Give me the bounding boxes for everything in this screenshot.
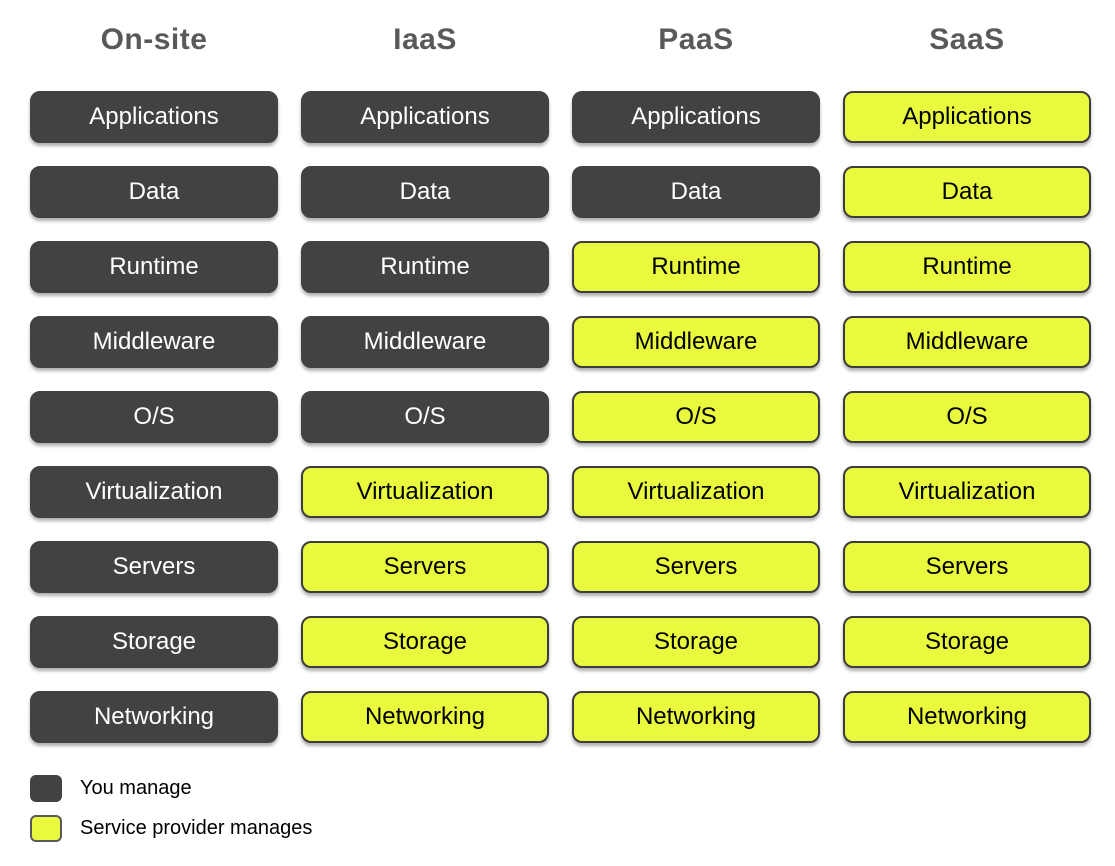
- layer-box: Middleware: [843, 316, 1091, 368]
- legend-item-you-manage: You manage: [30, 774, 1115, 802]
- layer-box: Virtualization: [572, 466, 820, 518]
- columns-grid: On-site Applications Data Runtime Middle…: [30, 20, 1115, 766]
- stack-columns: On-site Applications Data Runtime Middle…: [30, 20, 1115, 766]
- layer-box: Middleware: [572, 316, 820, 368]
- layer-box: Applications: [572, 91, 820, 143]
- column-header-paas: PaaS: [658, 23, 734, 56]
- column-header-saas: SaaS: [929, 23, 1005, 56]
- legend-item-provider-manages: Service provider manages: [30, 814, 1115, 842]
- layer-box: Data: [843, 166, 1091, 218]
- layer-box: Applications: [301, 91, 549, 143]
- you-manage-swatch: [30, 774, 62, 802]
- layer-box: Storage: [30, 616, 278, 668]
- layer-box: Networking: [30, 691, 278, 743]
- layer-box: Virtualization: [301, 466, 549, 518]
- legend-label: Service provider manages: [80, 816, 313, 839]
- layer-box: Servers: [30, 541, 278, 593]
- layer-box: Applications: [30, 91, 278, 143]
- column-iaas: IaaS Applications Data Runtime Middlewar…: [301, 20, 549, 766]
- layer-box: Runtime: [572, 241, 820, 293]
- layer-box: O/S: [843, 391, 1091, 443]
- layer-box: Runtime: [30, 241, 278, 293]
- layer-box: Data: [572, 166, 820, 218]
- column-saas: SaaS Applications Data Runtime Middlewar…: [843, 20, 1091, 766]
- legend-label: You manage: [80, 776, 192, 799]
- layer-box: O/S: [30, 391, 278, 443]
- layer-box: Data: [30, 166, 278, 218]
- layer-box: Servers: [843, 541, 1091, 593]
- layer-box: Virtualization: [843, 466, 1091, 518]
- layer-box: Storage: [572, 616, 820, 668]
- column-header-iaas: IaaS: [393, 23, 457, 56]
- layer-box: Servers: [572, 541, 820, 593]
- layer-box: Storage: [301, 616, 549, 668]
- layer-box: Networking: [301, 691, 549, 743]
- layer-box: O/S: [301, 391, 549, 443]
- layer-box: Applications: [843, 91, 1091, 143]
- layer-box: Servers: [301, 541, 549, 593]
- layer-box: Storage: [843, 616, 1091, 668]
- column-paas: PaaS Applications Data Runtime Middlewar…: [572, 20, 820, 766]
- layer-box: Networking: [572, 691, 820, 743]
- column-on-site: On-site Applications Data Runtime Middle…: [30, 20, 278, 766]
- layer-box: O/S: [572, 391, 820, 443]
- provider-manages-swatch: [30, 814, 62, 842]
- layer-box: Middleware: [30, 316, 278, 368]
- layer-box: Runtime: [301, 241, 549, 293]
- column-header-on-site: On-site: [100, 23, 208, 56]
- layer-box: Virtualization: [30, 466, 278, 518]
- layer-box: Middleware: [301, 316, 549, 368]
- legend: You manage Service provider manages: [30, 774, 1115, 842]
- layer-box: Data: [301, 166, 549, 218]
- layer-box: Runtime: [843, 241, 1091, 293]
- layer-box: Networking: [843, 691, 1091, 743]
